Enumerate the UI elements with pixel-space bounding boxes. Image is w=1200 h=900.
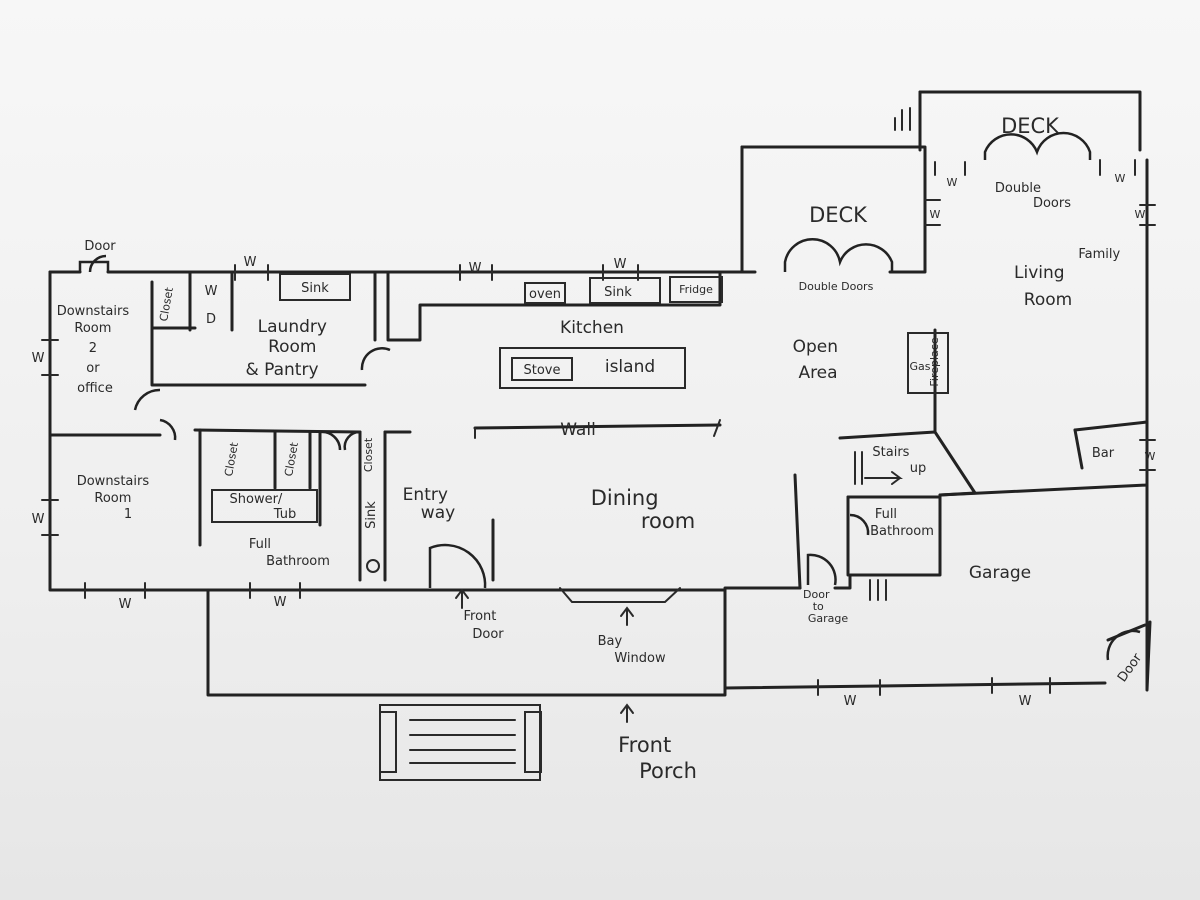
label-sink-bath: Sink — [364, 501, 379, 529]
label-downstairs-room-1: Downstairs Room 1 — [77, 474, 154, 522]
fireplace-box — [907, 332, 949, 394]
arrow-front-door — [455, 588, 469, 609]
label-fireplace: Gas — [910, 360, 931, 373]
label-island: island — [605, 357, 655, 377]
window-w-9: W — [1115, 172, 1126, 185]
label-living-family: Living Family Room — [1014, 243, 1126, 310]
window-w-2: W — [469, 261, 482, 276]
label-closet-c: Closet — [362, 437, 375, 472]
window-w-3: W — [614, 257, 627, 272]
door-top-frame — [78, 260, 110, 272]
label-bar: Bar — [1092, 446, 1115, 461]
label-wall: Wall — [560, 420, 596, 440]
label-sink-laundry: Sink — [301, 281, 329, 296]
label-fridge: Fridge — [679, 283, 713, 296]
label-washer: W — [205, 284, 218, 299]
window-w-10: W — [930, 208, 941, 221]
label-door-top: Door — [84, 239, 116, 254]
island-box — [499, 347, 686, 389]
bath-door-swing — [319, 430, 361, 451]
label-stove: Stove — [524, 363, 561, 378]
laundry-door-swing — [360, 347, 391, 371]
steps-to-garage — [869, 579, 887, 601]
bay-window-shape — [559, 587, 681, 603]
bath-right-door-swing — [849, 513, 870, 536]
label-full-bath-left: Full Bathroom — [249, 537, 330, 569]
deck-steps — [894, 107, 911, 131]
room2-door-swing — [133, 388, 177, 441]
label-stairs-up: Stairs up — [872, 445, 926, 476]
door-labels: Door Double Doors Double Doors Front Doo… — [84, 181, 1146, 723]
label-open-area: Open Area — [793, 337, 844, 383]
door-top-swing — [88, 254, 107, 273]
label-entry-way: Entry way — [403, 485, 456, 523]
label-dryer: D — [206, 312, 216, 327]
stove-box — [511, 357, 573, 381]
stairs-marks — [854, 451, 903, 485]
oven-box — [524, 282, 566, 304]
label-double-doors-2: Double Doors — [995, 181, 1071, 211]
window-w-13: W — [844, 694, 857, 709]
shower-box — [211, 489, 318, 523]
label-full-bath-right: Full Bathroom — [870, 507, 934, 539]
window-w-7: W — [274, 595, 287, 610]
label-door-garage: Door — [1115, 650, 1146, 685]
window-ticks — [41, 159, 1156, 696]
window-w-1: W — [244, 255, 257, 270]
label-garage: Garage — [969, 563, 1031, 583]
label-door-to-garage: Door to Garage — [803, 588, 848, 625]
room-labels: Downstairs Room 2 or office Laundry Room… — [57, 114, 1126, 783]
door-to-garage-swing — [806, 553, 837, 586]
label-shower: Shower/ Tub — [230, 492, 297, 522]
label-laundry: Laundry Room & Pantry — [245, 317, 332, 380]
arrow-front-porch — [620, 703, 634, 723]
label-sink-kitchen: Sink — [604, 285, 632, 300]
fixtures — [211, 107, 949, 781]
label-closet-b: Closet — [282, 441, 301, 478]
label-dining-room: Dining room — [591, 486, 695, 533]
label-closet-top: Closet — [157, 286, 176, 323]
exterior-walls — [48, 90, 1152, 697]
interior-walls — [48, 270, 1149, 590]
kitchen-sink-box — [589, 277, 661, 304]
fridge-box — [669, 276, 723, 303]
porch-stair-treads — [409, 719, 516, 764]
label-closet-a: Closet — [222, 441, 241, 478]
double-doors-deck-1 — [783, 238, 894, 272]
double-doors-deck-2 — [983, 131, 1092, 160]
window-w-6: W — [119, 597, 132, 612]
window-w-4: W — [32, 351, 45, 366]
label-front-door: Front Door — [463, 609, 504, 642]
label-bay-window: Bay Window — [598, 634, 666, 666]
label-kitchen: Kitchen — [560, 318, 624, 338]
arrow-bay-window — [620, 606, 634, 626]
wall-ends — [474, 419, 721, 439]
garage-door-swing — [1106, 629, 1141, 661]
window-w-14: W — [1019, 694, 1032, 709]
label-downstairs-room-2: Downstairs Room 2 or office — [57, 304, 134, 396]
front-door-swing — [428, 543, 487, 589]
window-w-11: W — [1135, 208, 1146, 221]
label-deck-1: DECK — [809, 203, 868, 227]
window-w-5: W — [32, 512, 45, 527]
label-front-porch: Front Porch — [618, 733, 697, 783]
label-oven: oven — [529, 287, 561, 302]
porch-rail-right — [524, 711, 542, 773]
label-fireplace-2: Fireplace — [928, 337, 941, 386]
label-deck-2: DECK — [1001, 114, 1060, 138]
label-double-doors-1: Double Doors — [799, 280, 874, 293]
window-labels: W W W W W W W W W W W W W W — [32, 172, 1156, 709]
doors — [78, 131, 1141, 661]
window-w-8: W — [947, 176, 958, 189]
porch-steps — [379, 704, 541, 781]
laundry-sink-box — [279, 273, 351, 301]
fixture-labels: Closet W D Sink oven Sink Fridge Stove i… — [157, 281, 1115, 529]
window-w-12: W — [1145, 450, 1156, 463]
porch-rail-left — [379, 711, 397, 773]
toilet — [366, 559, 380, 573]
